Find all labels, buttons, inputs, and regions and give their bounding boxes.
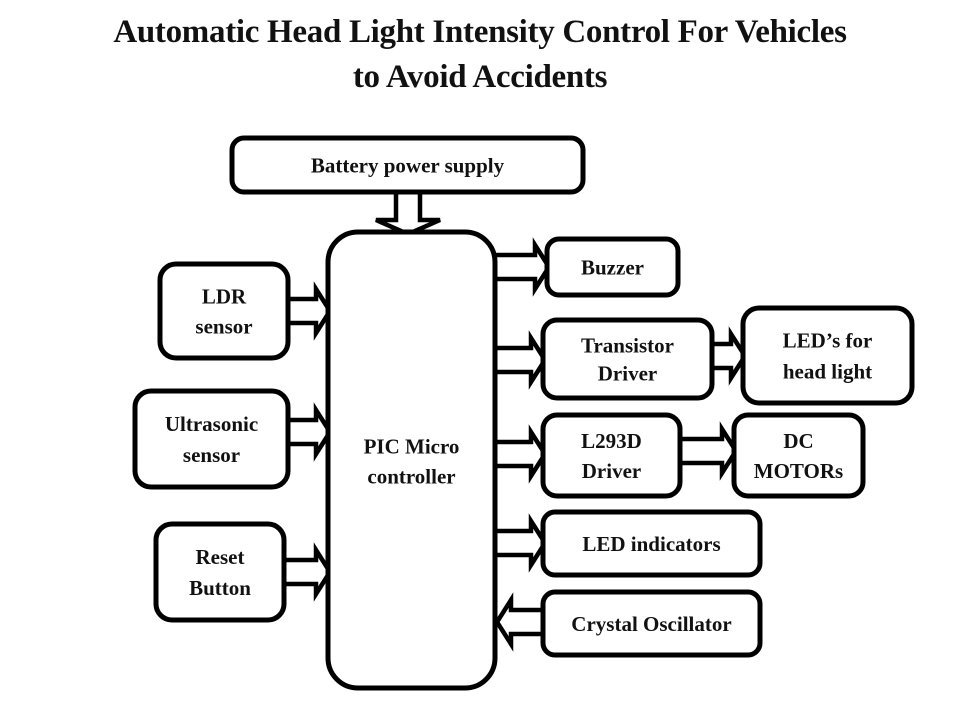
arrow-l293d-to-dc-motors-shape <box>678 421 739 481</box>
pic-microcontroller-block-label-line-2: controller <box>367 464 455 488</box>
pic-microcontroller-block-label-line-1: PIC Micro <box>364 434 460 458</box>
arrow-transistor-to-leds <box>710 326 748 386</box>
dc-motors-block-label-line-1: DC <box>783 429 813 453</box>
arrow-pic-to-buzzer <box>493 237 552 297</box>
led-indicators-block: LED indicators <box>540 509 763 578</box>
transistor-driver-block-label-line-1: Transistor <box>581 333 674 357</box>
arrow-ultrasonic-to-pic-shape <box>286 402 333 462</box>
ultrasonic-sensor-block-label-line-1: Ultrasonic <box>165 412 258 436</box>
buzzer-block: Buzzer <box>544 236 681 298</box>
diagram-title-line-2: to Avoid Accidents <box>352 59 608 95</box>
arrow-reset-to-pic <box>282 542 333 602</box>
crystal-oscillator-block-border <box>540 589 763 658</box>
arrow-crystal-to-pic-shape <box>494 592 545 652</box>
arrow-pic-to-transistor-shape <box>493 330 548 390</box>
diagram-title-line-1: Automatic Head Light Intensity Control F… <box>113 14 847 50</box>
dc-motors-block-border <box>731 412 866 499</box>
leds-for-head-light-block-border <box>740 305 915 406</box>
battery-power-supply-block: Battery power supply <box>229 135 586 195</box>
leds-for-head-light-block-label-line-1: LED’s for <box>783 329 873 353</box>
buzzer-block-border <box>544 236 681 298</box>
pic-microcontroller-block-border <box>325 229 498 691</box>
ldr-sensor-block-label-line-1: LDR <box>202 284 247 308</box>
arrow-transistor-to-leds-shape <box>710 326 748 386</box>
arrow-ultrasonic-to-pic <box>286 402 333 462</box>
arrow-l293d-to-dc-motors <box>678 421 739 481</box>
arrow-pic-to-led-indicators <box>493 513 548 573</box>
arrow-pic-to-transistor <box>493 330 548 390</box>
ultrasonic-sensor-block-border <box>132 388 291 490</box>
crystal-oscillator-block: Crystal Oscillator <box>540 589 763 658</box>
led-indicators-block-border <box>540 509 763 578</box>
reset-button-block-label-line-1: Reset <box>196 545 245 569</box>
ldr-sensor-block-border <box>157 261 291 361</box>
ldr-sensor-block-label-line-2: sensor <box>195 314 252 338</box>
l293d-driver-block: L293D Driver <box>540 412 683 499</box>
ldr-sensor-block: LDR sensor <box>157 261 291 361</box>
reset-button-block-label-line-2: Button <box>189 576 251 600</box>
arrow-reset-to-pic-shape <box>282 542 333 602</box>
battery-power-supply-block-label-line-1: Battery power supply <box>311 153 505 177</box>
arrow-battery-to-pic-shape <box>375 190 441 237</box>
transistor-driver-block-label-line-2: Driver <box>598 361 657 385</box>
buzzer-block-label-line-1: Buzzer <box>581 255 644 279</box>
leds-for-head-light-block: LED’s for head light <box>740 305 915 406</box>
led-indicators-block-label-line-1: LED indicators <box>582 532 720 556</box>
reset-button-block-border <box>153 521 287 623</box>
battery-power-supply-block-border <box>229 135 586 195</box>
pic-microcontroller-block: PIC Micro controller <box>325 229 498 691</box>
ultrasonic-sensor-block: Ultrasonic sensor <box>132 388 291 490</box>
transistor-driver-block-border <box>540 317 715 401</box>
l293d-driver-block-label-line-1: L293D <box>581 429 642 453</box>
arrow-pic-to-led-indicators-shape <box>493 513 548 573</box>
dc-motors-block-label-line-2: MOTORs <box>754 459 843 483</box>
arrow-ldr-to-pic <box>286 281 333 341</box>
l293d-driver-block-label-line-2: Driver <box>582 459 641 483</box>
arrow-pic-to-l293d <box>493 424 548 484</box>
ultrasonic-sensor-block-label-line-2: sensor <box>183 443 240 467</box>
arrow-pic-to-l293d-shape <box>493 424 548 484</box>
arrow-pic-to-buzzer-shape <box>493 237 552 297</box>
crystal-oscillator-block-label-line-1: Crystal Oscillator <box>571 612 731 636</box>
arrow-crystal-to-pic <box>494 592 545 652</box>
arrow-ldr-to-pic-shape <box>286 281 333 341</box>
l293d-driver-block-border <box>540 412 683 499</box>
leds-for-head-light-block-label-line-2: head light <box>783 360 872 384</box>
dc-motors-block: DC MOTORs <box>731 412 866 499</box>
arrow-battery-to-pic <box>375 190 441 237</box>
